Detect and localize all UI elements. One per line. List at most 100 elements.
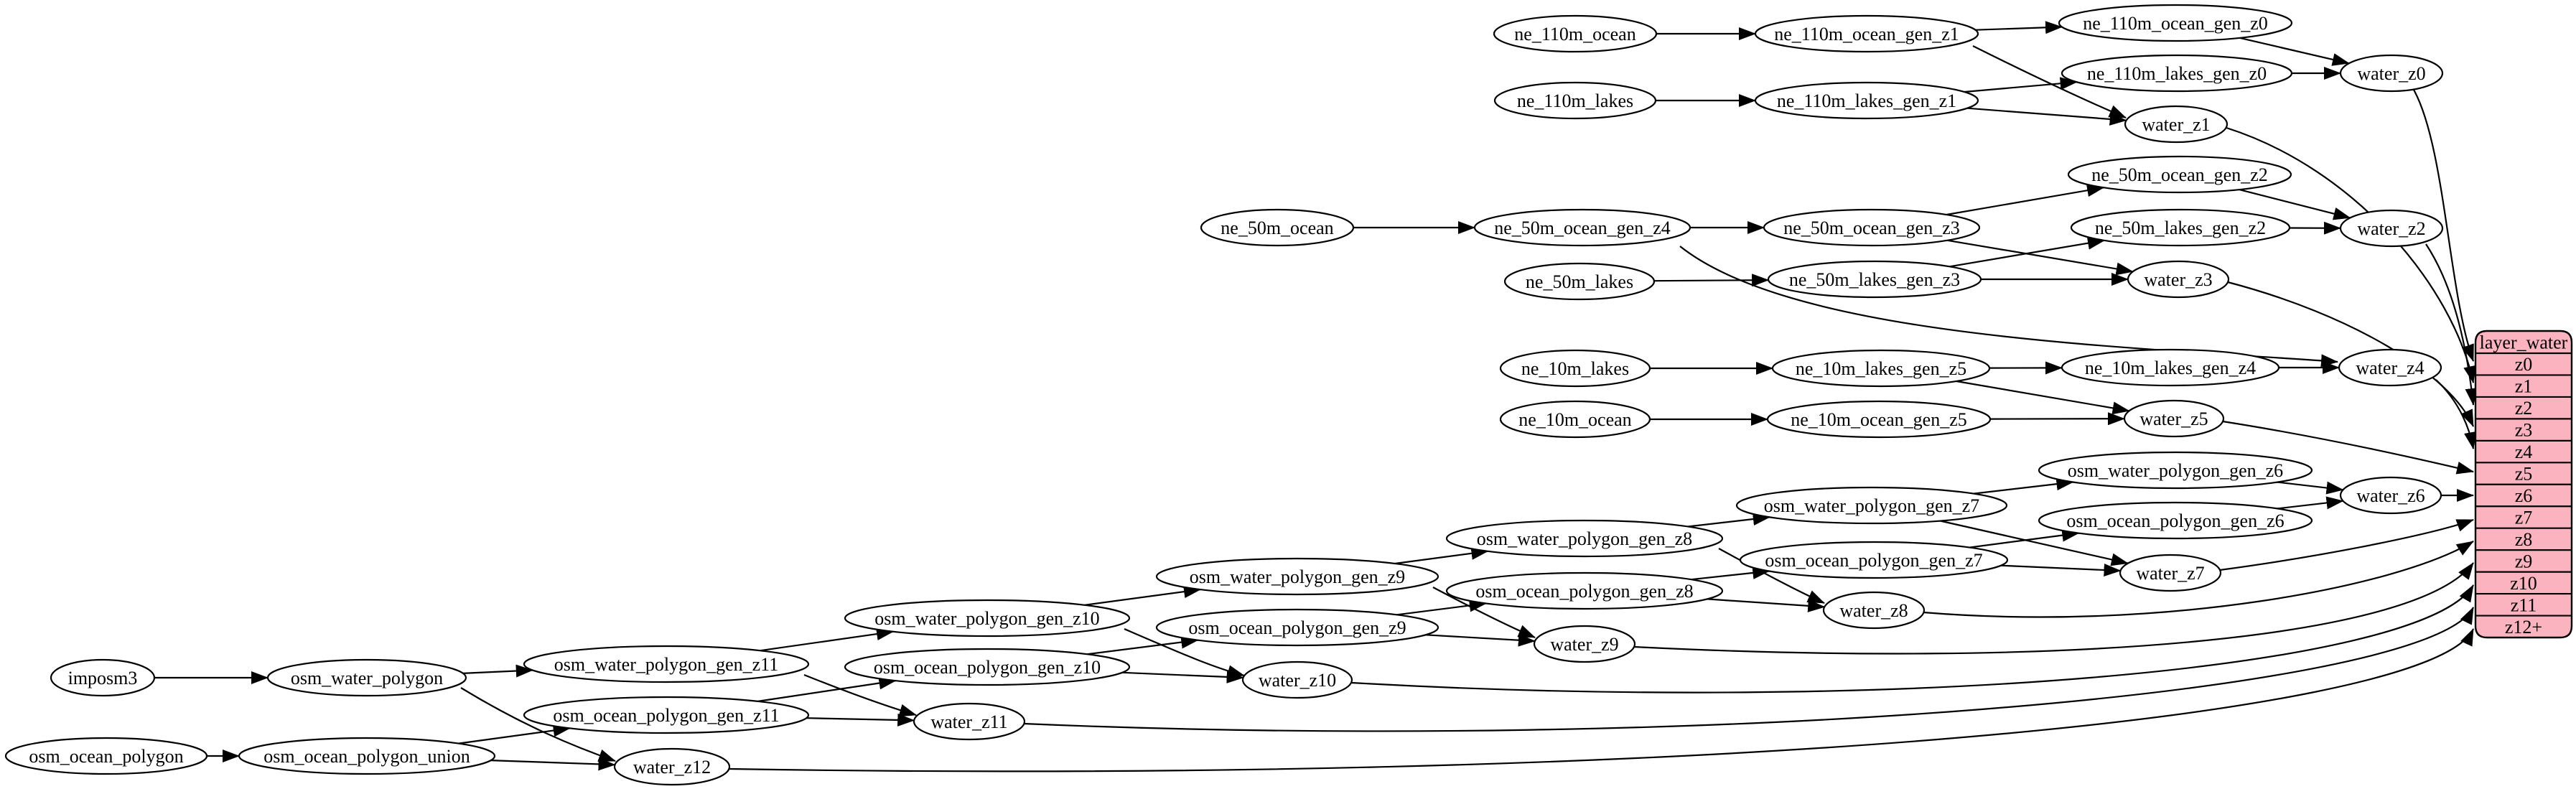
node-label-water_z6: water_z6 <box>2356 485 2425 506</box>
node-label-ne_110m_ocean: ne_110m_ocean <box>1514 24 1635 45</box>
table-row-z0: z0 <box>2515 354 2533 375</box>
node-label-osm_water_polygon_gen_z7: osm_water_polygon_gen_z7 <box>1764 495 1979 516</box>
edge-osm_water_polygon_gen_z10-to-osm_water_polygon_gen_z9 <box>1084 585 1201 606</box>
node-ellipse-ne_110m_ocean_gen_z1 <box>1754 14 1979 53</box>
node-water_z12: water_z12 <box>613 747 731 786</box>
edge-osm_water_polygon_gen_z6-to-water_z6 <box>2277 481 2344 495</box>
node-label-osm_ocean_polygon: osm_ocean_polygon <box>29 746 183 767</box>
edge-water_z4-to-layer_water-z4 <box>2435 379 2477 449</box>
node-ne_50m_lakes: ne_50m_lakes <box>1503 262 1656 301</box>
node-label-ne_50m_ocean: ne_50m_ocean <box>1221 218 1333 238</box>
edge-water_z3-to-layer_water-z3 <box>2227 281 2475 427</box>
table-row-z9: z9 <box>2515 551 2533 571</box>
edge-water_z12-to-layer_water-z12plus <box>728 628 2474 772</box>
node-ellipse-osm_water_polygon_gen_z10 <box>844 599 1131 638</box>
node-water_z0: water_z0 <box>2339 54 2444 93</box>
node-osm_ocean_polygon_union: osm_ocean_polygon_union <box>238 737 496 775</box>
node-label-water_z2: water_z2 <box>2357 218 2425 239</box>
node-label-ne_10m_lakes_gen_z4: ne_10m_lakes_gen_z4 <box>2085 358 2256 378</box>
node-ne_50m_lakes_gen_z3: ne_50m_lakes_gen_z3 <box>1767 260 1982 299</box>
node-ellipse-osm_water_polygon <box>266 658 467 697</box>
edges <box>154 21 2478 772</box>
node-label-ne_50m_ocean_gen_z3: ne_50m_ocean_gen_z3 <box>1783 218 1959 238</box>
node-ellipse-ne_110m_lakes <box>1493 81 1657 120</box>
node-ne_10m_ocean_gen_z5: ne_10m_ocean_gen_z5 <box>1766 400 1992 439</box>
node-ellipse-ne_110m_ocean <box>1493 14 1658 53</box>
edge-osm_ocean_polygon_gen_z11-to-water_z11 <box>806 713 915 727</box>
node-ne_50m_ocean_gen_z4: ne_50m_ocean_gen_z4 <box>1473 208 1691 247</box>
node-water_z5: water_z5 <box>2123 399 2225 438</box>
node-label-ne_50m_lakes: ne_50m_lakes <box>1526 271 1633 292</box>
edge-water_z8-to-layer_water-z8 <box>1923 541 2474 618</box>
node-water_z6: water_z6 <box>2339 476 2442 515</box>
table-row-z6: z6 <box>2515 485 2533 506</box>
node-label-osm_water_polygon_gen_z10: osm_water_polygon_gen_z10 <box>874 608 1099 629</box>
edge-ne_50m_ocean_gen_z3-to-ne_50m_ocean_gen_z2 <box>1946 184 2105 216</box>
edge-water_z10-to-layer_water-z10 <box>1350 584 2474 694</box>
node-osm_ocean_polygon: osm_ocean_polygon <box>4 737 208 775</box>
table-row-z3: z3 <box>2515 420 2533 441</box>
node-ellipse-ne_50m_ocean <box>1200 208 1355 247</box>
node-label-ne_50m_ocean_gen_z2: ne_50m_ocean_gen_z2 <box>2091 164 2267 185</box>
node-ne_10m_lakes_gen_z4: ne_10m_lakes_gen_z4 <box>2061 348 2280 387</box>
node-water_z1: water_z1 <box>2124 105 2229 144</box>
node-ellipse-ne_10m_lakes_gen_z4 <box>2061 348 2280 387</box>
edge-ne_50m_ocean_gen_z3-to-water_z3 <box>1947 239 2134 276</box>
node-ne_110m_ocean: ne_110m_ocean <box>1493 14 1658 53</box>
node-ellipse-ne_10m_ocean <box>1499 400 1651 439</box>
edge-ne_110m_ocean_gen_z1-to-water_z1 <box>1972 45 2127 119</box>
node-ellipse-osm_ocean_polygon_gen_z6 <box>2038 501 2313 540</box>
node-label-water_z5: water_z5 <box>2139 408 2208 429</box>
node-ne_110m_ocean_gen_z0: ne_110m_ocean_gen_z0 <box>2058 4 2293 42</box>
edge-water_z0-to-layer_water-z0 <box>2413 89 2475 362</box>
layer-water-table: layer_waterz0z1z2z3z4z5z6z7z8z9z10z11z12… <box>2474 330 2573 639</box>
node-ne_50m_ocean_gen_z3: ne_50m_ocean_gen_z3 <box>1763 208 1981 247</box>
node-water_z8: water_z8 <box>1822 591 1926 630</box>
node-label-ne_10m_ocean: ne_10m_ocean <box>1518 409 1631 430</box>
node-label-osm_ocean_polygon_gen_z10: osm_ocean_polygon_gen_z10 <box>874 657 1101 678</box>
edge-osm_water_polygon_gen_z7-to-osm_water_polygon_gen_z6 <box>1973 477 2074 495</box>
node-ellipse-osm_water_polygon_gen_z7 <box>1735 486 2008 525</box>
node-ellipse-water_z11 <box>913 702 1026 741</box>
node-ellipse-water_z0 <box>2339 54 2444 93</box>
edge-water_z9-to-layer_water-z9 <box>1633 562 2474 655</box>
node-ellipse-osm_ocean_polygon_gen_z10 <box>844 648 1131 686</box>
node-ellipse-ne_50m_ocean_gen_z3 <box>1763 208 1981 247</box>
table-row-z12+: z12+ <box>2505 617 2542 638</box>
node-label-water_z3: water_z3 <box>2144 269 2212 290</box>
node-water_z11: water_z11 <box>913 702 1026 741</box>
edge-water_z11-to-layer_water-z11 <box>1023 607 2474 732</box>
node-label-ne_110m_lakes_gen_z0: ne_110m_lakes_gen_z0 <box>2087 63 2267 84</box>
node-label-ne_110m_lakes: ne_110m_lakes <box>1517 90 1633 111</box>
table-row-z2: z2 <box>2515 398 2533 419</box>
node-label-ne_10m_lakes: ne_10m_lakes <box>1521 358 1629 379</box>
node-ellipse-osm_ocean_polygon_gen_z9 <box>1155 608 1439 647</box>
table-row-z7: z7 <box>2515 507 2533 528</box>
node-ellipse-osm_water_polygon_gen_z6 <box>2038 451 2313 490</box>
node-imposm3: imposm3 <box>50 658 156 697</box>
node-ne_50m_lakes_gen_z2: ne_50m_lakes_gen_z2 <box>2070 208 2291 247</box>
node-label-osm_ocean_polygon_union: osm_ocean_polygon_union <box>263 746 470 767</box>
node-ellipse-ne_110m_lakes_gen_z0 <box>2061 54 2293 93</box>
node-label-water_z11: water_z11 <box>930 711 1007 732</box>
node-ellipse-ne_110m_ocean_gen_z0 <box>2058 4 2293 42</box>
table-row-z4: z4 <box>2515 442 2533 462</box>
node-label-water_z8: water_z8 <box>1839 600 1908 621</box>
node-ellipse-ne_50m_lakes_gen_z3 <box>1767 260 1982 299</box>
node-label-osm_water_polygon_gen_z9: osm_water_polygon_gen_z9 <box>1190 566 1405 587</box>
node-osm_water_polygon_gen_z9: osm_water_polygon_gen_z9 <box>1155 557 1439 596</box>
node-ellipse-ne_50m_lakes_gen_z2 <box>2070 208 2291 247</box>
edge-osm_water_polygon_gen_z8-to-osm_water_polygon_gen_z7 <box>1687 513 1770 528</box>
edge-osm_ocean_polygon_gen_z7-to-osm_ocean_polygon_gen_z6 <box>1969 528 2080 548</box>
node-ne_50m_ocean_gen_z2: ne_50m_ocean_gen_z2 <box>2067 155 2292 194</box>
table-row-z5: z5 <box>2515 464 2533 485</box>
node-label-water_z7: water_z7 <box>2136 563 2204 584</box>
edge-osm_ocean_polygon_gen_z10-to-water_z10 <box>1121 670 1244 683</box>
node-ne_50m_ocean: ne_50m_ocean <box>1200 208 1355 247</box>
edge-osm_water_polygon-to-osm_water_polygon_gen_z11 <box>462 664 533 678</box>
node-label-water_z0: water_z0 <box>2357 63 2425 84</box>
node-ellipse-osm_ocean_polygon_gen_z11 <box>523 696 810 734</box>
node-ellipse-ne_10m_ocean_gen_z5 <box>1766 400 1992 439</box>
